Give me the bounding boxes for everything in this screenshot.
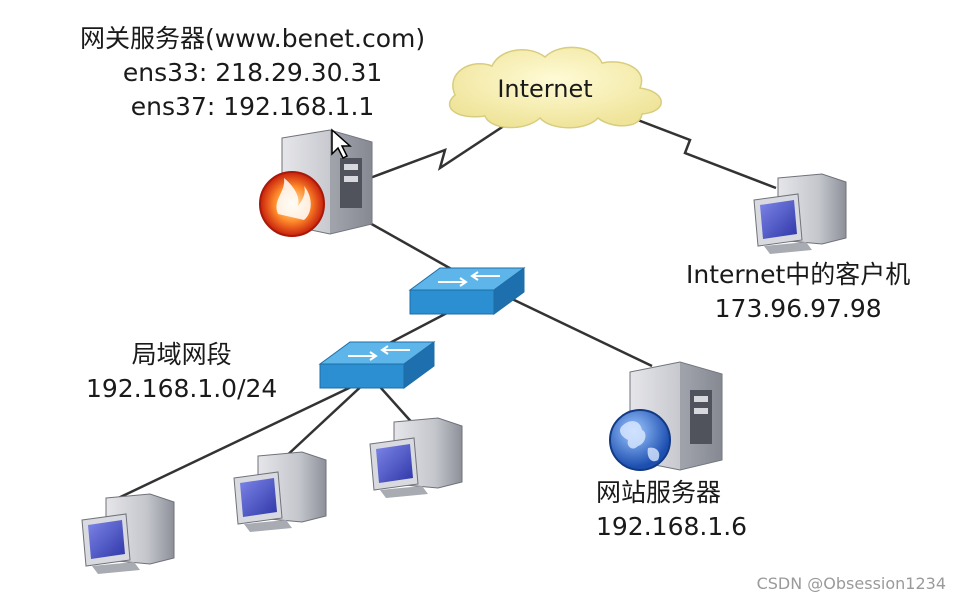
internet-label: Internet	[497, 75, 592, 103]
web-server-icon	[609, 361, 723, 471]
mouse-cursor-icon	[331, 128, 352, 160]
lan-subnet: 192.168.1.0/24	[86, 374, 278, 403]
watermark: CSDN @Obsession1234	[756, 574, 946, 593]
web-server-ip: 192.168.1.6	[596, 512, 748, 541]
internet-client-pc-icon	[753, 173, 847, 254]
link-switch-pc2	[281, 379, 369, 461]
links	[109, 110, 777, 504]
link-switch-webserver	[509, 296, 653, 368]
lan-pc-3-icon	[369, 417, 463, 498]
internet-client-ip: 173.96.97.98	[714, 294, 882, 323]
web-server-name: 网站服务器	[596, 478, 722, 507]
lan-name: 局域网段	[131, 340, 232, 369]
link-gateway-internet	[369, 110, 526, 180]
lan-pc-1-icon	[81, 493, 175, 574]
gateway-server-icon	[259, 129, 373, 237]
web-server-label: 网站服务器 192.168.1.6	[596, 476, 747, 544]
internet-client-label: Internet中的客户机 173.96.97.98	[686, 258, 910, 326]
core-switch-icon	[408, 267, 526, 315]
gateway-ip-ens33: ens33: 218.29.30.31	[122, 58, 383, 87]
gateway-label: 网关服务器(www.benet.com) ens33: 218.29.30.31…	[80, 22, 425, 124]
lan-pc-2-icon	[233, 451, 327, 532]
lan-switch-icon	[318, 341, 436, 389]
link-switch-pc1	[109, 376, 371, 504]
gateway-name: 网关服务器(www.benet.com)	[80, 24, 426, 53]
link-gateway-switch	[367, 220, 463, 277]
internet-cloud: Internet	[448, 46, 662, 129]
gateway-ip-ens37: ens37: 192.168.1.1	[130, 92, 375, 121]
lan-label: 局域网段 192.168.1.0/24	[86, 338, 277, 406]
internet-client-name: Internet中的客户机	[686, 260, 911, 289]
link-internet-client	[621, 112, 777, 190]
